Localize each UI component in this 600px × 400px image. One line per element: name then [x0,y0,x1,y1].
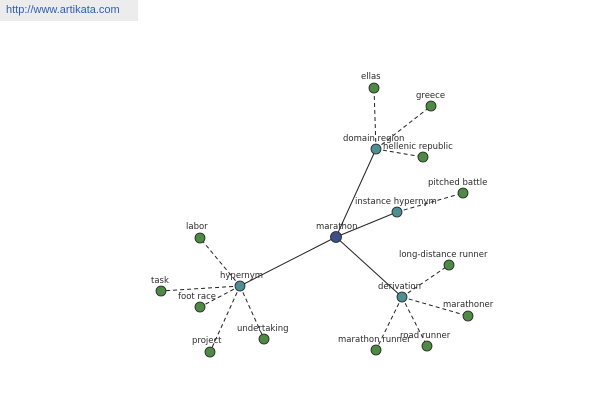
edge-hypernym-to-foot_race [199,285,241,308]
node-marathon-runner[interactable] [370,344,382,356]
edge-hypernym-to-project [209,285,241,353]
node-marathon[interactable] [330,231,342,243]
node-label-marathon: marathon [316,222,358,232]
node-label-marathon-runner: marathon runner [338,335,411,345]
node-label-derivation: derivation [378,282,421,292]
node-marathoner[interactable] [462,310,474,322]
node-ellas[interactable] [368,82,380,94]
node-label-undertaking: undertaking [237,324,289,334]
edge-derivation-to-marathoner [401,296,469,317]
edge-marathon-to-domain_region [335,148,377,238]
node-hellenic-republic[interactable] [417,151,429,163]
node-label-pitched-battle: pitched battle [428,178,487,188]
node-task[interactable] [155,285,167,297]
node-undertaking[interactable] [258,333,270,345]
node-pitched-battle[interactable] [457,187,469,199]
node-label-hypernym: hypernym [220,271,263,281]
edge-domain_region-to-ellas [373,87,377,150]
node-long-distance-runner[interactable] [443,259,455,271]
node-label-long-distance-runner: long-distance runner [399,250,488,260]
node-label-project: project [192,336,222,346]
edge-instance_hypernym-to-pitched_battle [396,192,464,213]
site-url-banner[interactable]: http://www.artikata.com [0,0,138,21]
node-foot-race[interactable] [194,301,206,313]
node-project[interactable] [204,346,216,358]
node-label-ellas: ellas [361,72,381,82]
edge-marathon-to-derivation [335,236,403,298]
labels-layer: marathon domain region instance hypernym hy… [151,72,494,346]
nodes-layer [155,82,474,358]
node-instance-hypernym[interactable] [391,206,403,218]
edge-marathon-to-instance_hypernym [335,211,398,238]
node-label-hellenic-republic: hellenic republic [383,142,453,152]
node-greece[interactable] [425,100,437,112]
edge-derivation-to-marathon_runner [375,296,403,351]
node-label-road-runner: road runner [400,331,451,341]
edge-hypernym-to-undertaking [239,285,265,340]
edge-derivation-to-road_runner [401,296,428,347]
node-label-greece: greece [416,91,445,101]
node-label-labor: labor [186,222,208,232]
node-hypernym[interactable] [234,280,246,292]
node-label-foot-race: foot race [178,292,216,302]
edge-domain_region-to-greece [375,105,432,150]
node-label-instance-hypernym: instance hypernym [355,197,437,207]
node-labor[interactable] [194,232,206,244]
edge-domain_region-to-hellenic_republic [375,148,424,158]
edge-hypernym-to-labor [199,237,241,287]
node-label-domain-region: domain region [343,134,404,144]
edge-derivation-to-long_distance_runner [401,264,450,298]
node-domain-region[interactable] [370,143,382,155]
node-label-marathoner: marathoner [443,300,494,310]
node-label-task: task [151,276,169,286]
edges-layer [160,87,469,353]
edge-hypernym-to-task [160,285,241,292]
edge-marathon-to-hypernym [239,236,337,287]
node-derivation[interactable] [396,291,408,303]
node-road-runner[interactable] [421,340,433,352]
